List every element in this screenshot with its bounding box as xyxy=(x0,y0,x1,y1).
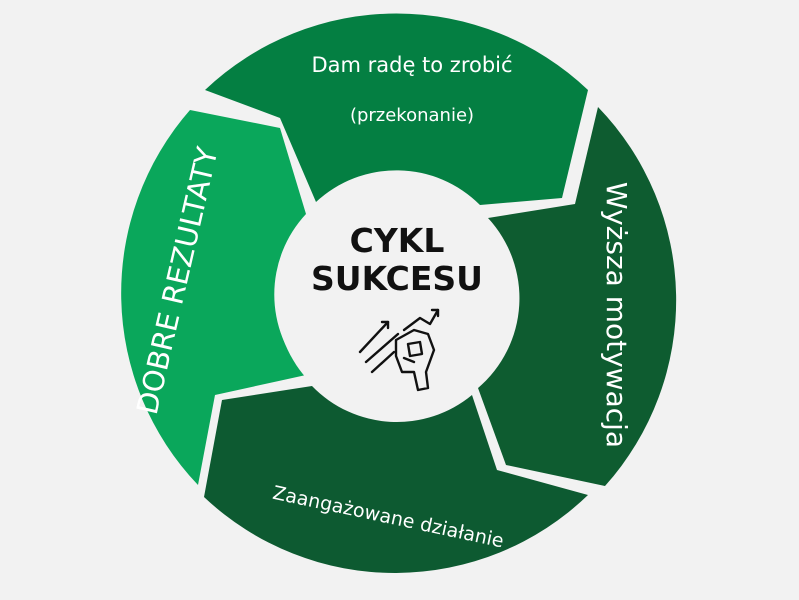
segment-top-line1: Dam radę to zrobić xyxy=(311,53,512,77)
segment-top xyxy=(205,13,588,205)
hand-climbing-arrows-icon xyxy=(358,308,440,392)
segment-top-line2: (przekonanie) xyxy=(350,105,474,126)
segment-bottom xyxy=(204,386,588,573)
segment-left xyxy=(121,110,307,485)
segment-right-label: Wyższa motywacja xyxy=(600,182,633,448)
segment-right xyxy=(478,107,677,486)
center-circle xyxy=(276,177,518,419)
center-title-line2: SUKCESU xyxy=(311,259,483,298)
center-title-line1: CYKL xyxy=(350,221,445,260)
